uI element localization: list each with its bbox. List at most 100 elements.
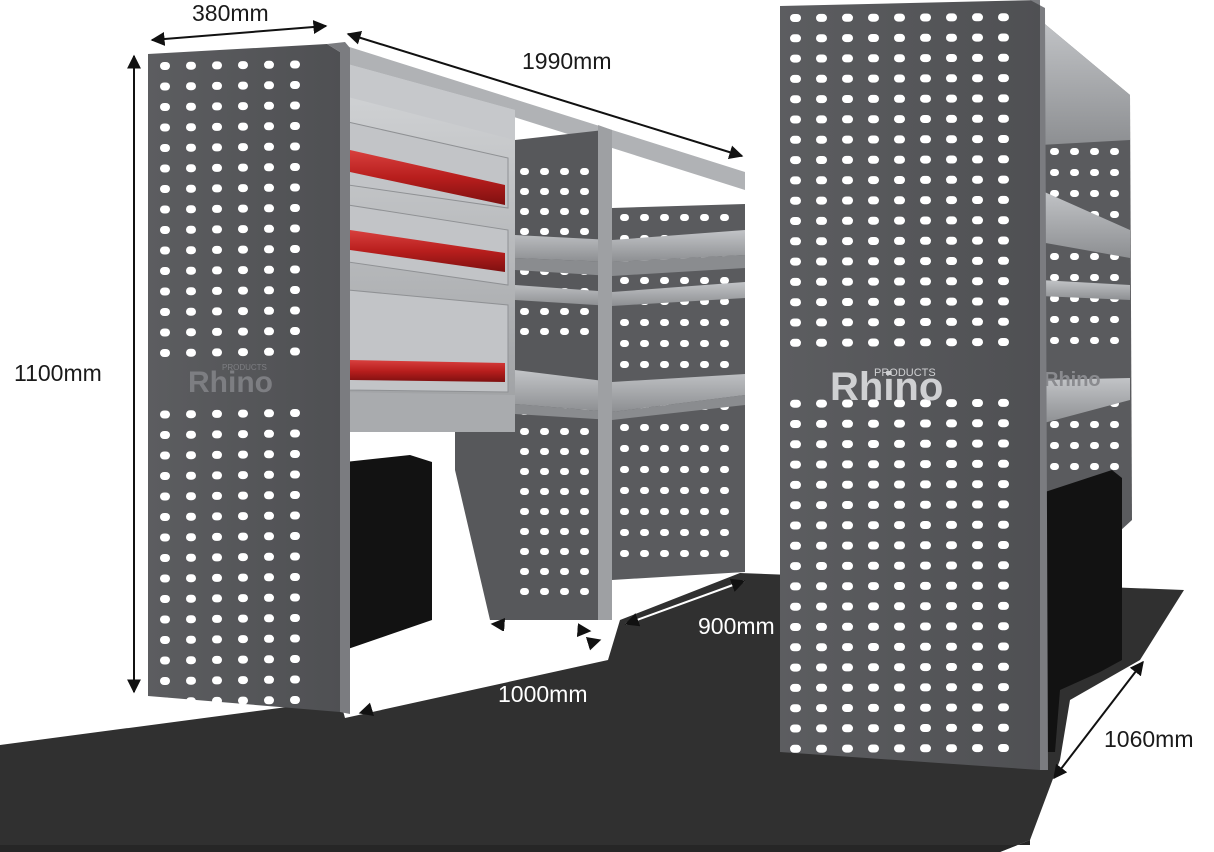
perforation-hole bbox=[972, 683, 983, 692]
perforation-hole bbox=[580, 188, 589, 195]
perforation-hole bbox=[212, 348, 222, 357]
perforation-hole bbox=[186, 61, 196, 70]
perforation-hole bbox=[972, 256, 983, 265]
perforation-hole bbox=[790, 14, 801, 22]
perforation-hole bbox=[972, 94, 983, 103]
perforation-hole bbox=[972, 175, 983, 184]
perforation-hole bbox=[842, 257, 853, 266]
perforation-hole bbox=[540, 488, 549, 495]
perforation-hole bbox=[520, 568, 529, 575]
perforation-hole bbox=[186, 594, 196, 603]
perforation-hole bbox=[998, 297, 1009, 306]
perforation-hole bbox=[790, 541, 801, 550]
perforation-hole bbox=[160, 636, 170, 644]
perforation-hole bbox=[790, 277, 801, 286]
perforation-hole bbox=[290, 224, 300, 233]
rhino-logo-right: Rhino PRODUCTS bbox=[830, 365, 943, 409]
perforation-hole bbox=[1090, 274, 1099, 281]
perforation-hole bbox=[186, 123, 196, 132]
perforation-hole bbox=[816, 338, 827, 347]
perforation-hole bbox=[894, 561, 905, 570]
perforation-hole bbox=[816, 95, 827, 104]
perforation-hole bbox=[1110, 463, 1119, 470]
perforation-hole bbox=[212, 430, 222, 439]
perforation-hole bbox=[560, 168, 569, 175]
perforation-hole bbox=[620, 319, 629, 326]
perforation-hole bbox=[720, 319, 729, 326]
perforation-hole bbox=[816, 54, 827, 63]
perforation-hole bbox=[660, 445, 669, 452]
perforation-hole bbox=[290, 122, 300, 130]
perforation-hole bbox=[580, 168, 589, 175]
perforation-hole bbox=[186, 328, 196, 337]
perforation-hole bbox=[720, 340, 729, 347]
perforation-hole bbox=[1110, 211, 1119, 218]
perforation-hole bbox=[998, 581, 1009, 590]
left-end-panel-holes bbox=[160, 60, 300, 706]
perforation-hole bbox=[816, 562, 827, 570]
perforation-hole bbox=[920, 683, 931, 692]
perforation-hole bbox=[790, 724, 801, 733]
perforation-hole bbox=[580, 588, 589, 595]
perforation-hole bbox=[580, 488, 589, 495]
perforation-hole bbox=[816, 582, 827, 591]
perforation-hole bbox=[264, 675, 274, 684]
perforation-hole bbox=[920, 724, 931, 732]
perforation-hole bbox=[894, 135, 905, 144]
perforation-hole bbox=[520, 228, 529, 235]
perforation-hole bbox=[238, 102, 248, 111]
perforation-hole bbox=[640, 445, 649, 452]
perforation-hole bbox=[264, 593, 274, 602]
perforation-hole bbox=[186, 184, 196, 193]
perforation-hole bbox=[1110, 337, 1119, 344]
perforation-hole bbox=[160, 554, 170, 562]
perforation-hole bbox=[1070, 316, 1079, 323]
perforation-hole bbox=[946, 723, 957, 732]
perforation-hole bbox=[920, 419, 931, 428]
perforation-hole bbox=[998, 175, 1009, 184]
perforation-hole bbox=[790, 440, 801, 449]
perforation-hole bbox=[186, 348, 196, 357]
perforation-hole bbox=[540, 548, 549, 555]
perforation-hole bbox=[868, 318, 879, 327]
perforation-hole bbox=[238, 122, 248, 131]
perforation-hole bbox=[946, 419, 957, 428]
perforation-hole bbox=[790, 176, 801, 185]
perforation-hole bbox=[560, 188, 569, 195]
perforation-hole bbox=[238, 266, 248, 275]
perforation-hole bbox=[894, 196, 905, 205]
perforation-hole bbox=[238, 163, 248, 172]
perforation-hole bbox=[580, 328, 589, 335]
dim-arrow-1000 bbox=[358, 636, 602, 717]
perforation-hole bbox=[972, 114, 983, 123]
perforation-hole bbox=[1050, 463, 1059, 470]
perforation-hole bbox=[946, 74, 957, 83]
perforation-hole bbox=[790, 115, 801, 124]
perforation-hole bbox=[920, 703, 931, 712]
perforation-hole bbox=[998, 520, 1009, 529]
perforation-hole bbox=[720, 487, 729, 494]
perforation-hole bbox=[212, 614, 222, 623]
perforation-hole bbox=[790, 74, 801, 83]
perforation-hole bbox=[580, 548, 589, 555]
perforation-hole bbox=[290, 552, 300, 561]
perforation-hole bbox=[160, 656, 170, 665]
perforation-hole bbox=[186, 635, 196, 644]
perforation-hole bbox=[946, 317, 957, 326]
perforation-hole bbox=[290, 204, 300, 212]
perforation-hole bbox=[640, 508, 649, 515]
perforation-hole bbox=[842, 54, 853, 63]
perforation-hole bbox=[894, 115, 905, 124]
perforation-hole bbox=[186, 430, 196, 439]
perforation-hole bbox=[998, 317, 1009, 326]
perforation-hole bbox=[264, 142, 274, 151]
perforation-hole bbox=[998, 439, 1009, 448]
perforation-hole bbox=[894, 176, 905, 184]
perforation-hole bbox=[290, 60, 300, 69]
perforation-hole bbox=[920, 318, 931, 326]
perforation-hole bbox=[894, 642, 905, 651]
perforation-hole bbox=[520, 428, 529, 435]
perforation-hole bbox=[868, 34, 879, 42]
perforation-hole bbox=[1090, 169, 1099, 176]
perforation-hole bbox=[868, 460, 879, 469]
